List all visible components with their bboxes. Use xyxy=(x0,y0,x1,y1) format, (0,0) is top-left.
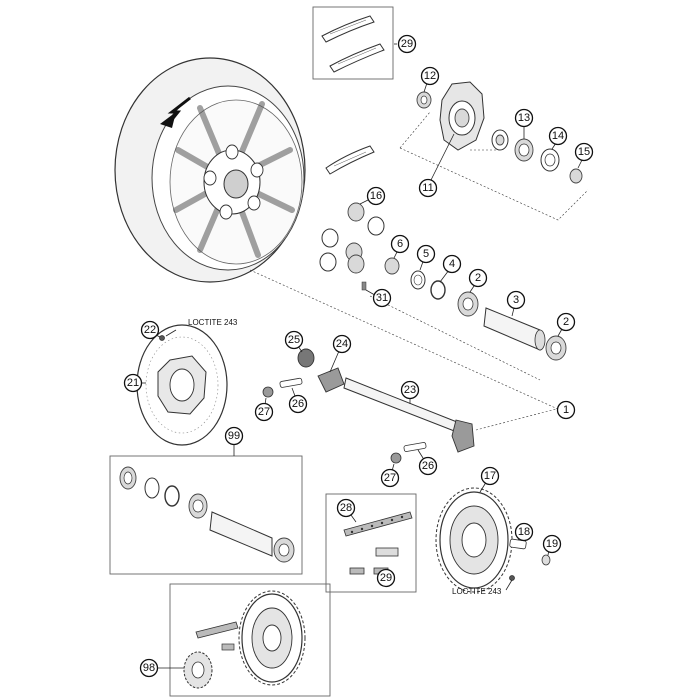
svg-text:2: 2 xyxy=(475,272,481,284)
callout-12: 12 xyxy=(420,66,440,86)
callout-5: 5 xyxy=(416,244,436,264)
svg-text:3: 3 xyxy=(513,294,519,306)
svg-text:18: 18 xyxy=(518,526,530,538)
callout-31: 31 xyxy=(372,288,392,308)
callout-13: 13 xyxy=(514,108,534,128)
callout-17: 17 xyxy=(480,466,500,486)
svg-text:1: 1 xyxy=(563,404,569,416)
callout-11: 11 xyxy=(418,178,438,198)
svg-text:17: 17 xyxy=(484,470,496,482)
svg-text:4: 4 xyxy=(449,258,455,270)
svg-text:24: 24 xyxy=(336,338,348,350)
svg-text:15: 15 xyxy=(578,146,590,158)
svg-text:6: 6 xyxy=(397,238,403,250)
svg-text:13: 13 xyxy=(518,112,530,124)
callout-16: 16 xyxy=(366,186,386,206)
svg-text:29: 29 xyxy=(401,38,413,50)
svg-text:26: 26 xyxy=(422,460,434,472)
part-99-box xyxy=(109,455,303,575)
svg-text:25: 25 xyxy=(288,334,300,346)
svg-text:14: 14 xyxy=(552,130,564,142)
callout-3: 3 xyxy=(506,290,526,310)
rear-sprocket xyxy=(435,487,551,593)
callout-19: 19 xyxy=(542,534,562,554)
callout-25-upper: 26 xyxy=(288,394,308,414)
svg-text:26: 26 xyxy=(292,398,304,410)
callout-99: 99 xyxy=(224,426,244,446)
callout-15: 15 xyxy=(574,142,594,162)
svg-text:31: 31 xyxy=(376,292,388,304)
wheel-bearing-stack xyxy=(361,257,567,361)
svg-text:22: 22 xyxy=(144,324,156,336)
svg-text:LOCTITE 243: LOCTITE 243 xyxy=(452,587,502,596)
svg-text:LOCTITE 243: LOCTITE 243 xyxy=(188,318,238,327)
callout-27: 28 xyxy=(336,498,356,518)
svg-text:21: 21 xyxy=(127,377,139,389)
callout-1: 1 xyxy=(556,400,576,420)
callout-22: 23 xyxy=(400,380,420,400)
callout-6: 6 xyxy=(390,234,410,254)
part-27-box xyxy=(325,493,417,593)
callout-2-lower: 2 xyxy=(556,312,576,332)
callout-18: 18 xyxy=(514,522,534,542)
rear-wheel-rim xyxy=(114,57,306,283)
callout-14: 14 xyxy=(548,126,568,146)
callout-28: 29 xyxy=(376,568,396,588)
callout-26-lower: 27 xyxy=(380,468,400,488)
callout-25-lower: 26 xyxy=(418,456,438,476)
svg-text:98: 98 xyxy=(143,662,155,674)
part-29-box xyxy=(312,6,394,175)
callout-4: 4 xyxy=(442,254,462,274)
loctite-note-bottom: LOCTITE 243 xyxy=(452,587,502,596)
callout-29: 29 xyxy=(397,34,417,54)
svg-text:27: 27 xyxy=(384,472,396,484)
callout-20: 21 xyxy=(123,373,143,393)
brake-disc xyxy=(136,324,228,446)
svg-text:12: 12 xyxy=(424,70,436,82)
callout-24: 25 xyxy=(284,330,304,350)
callout-21: 22 xyxy=(140,320,160,340)
svg-text:29: 29 xyxy=(380,572,392,584)
svg-text:28: 28 xyxy=(340,502,352,514)
part-98-box xyxy=(169,583,331,697)
svg-text:2: 2 xyxy=(563,316,569,328)
svg-text:23: 23 xyxy=(404,384,416,396)
cush-drive-hub xyxy=(416,81,583,184)
callout-2-upper: 2 xyxy=(468,268,488,288)
svg-text:16: 16 xyxy=(370,190,382,202)
svg-text:99: 99 xyxy=(228,430,240,442)
svg-text:19: 19 xyxy=(546,538,558,550)
callout-26-upper: 27 xyxy=(254,402,274,422)
dampers-16 xyxy=(319,202,385,274)
svg-text:5: 5 xyxy=(423,248,429,260)
loctite-note-top: LOCTITE 243 xyxy=(188,318,238,327)
svg-text:27: 27 xyxy=(258,406,270,418)
axle-assembly xyxy=(262,348,475,464)
svg-text:11: 11 xyxy=(422,182,433,194)
callout-98: 98 xyxy=(139,658,159,678)
callout-23: 24 xyxy=(332,334,352,354)
